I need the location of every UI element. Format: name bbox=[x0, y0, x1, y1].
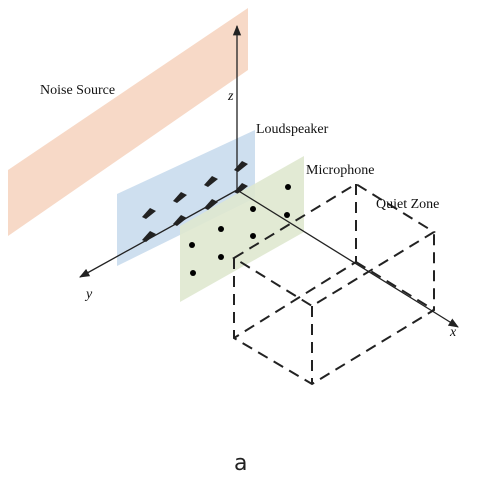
y-axis-label: y bbox=[84, 287, 93, 302]
microphone-dot bbox=[250, 206, 256, 212]
speaker-icon bbox=[142, 208, 156, 219]
microphone-label: Microphone bbox=[306, 163, 374, 178]
figure-caption: a bbox=[234, 451, 247, 476]
microphone-dot bbox=[189, 242, 195, 248]
microphone-dot bbox=[250, 233, 256, 239]
speaker-icon bbox=[173, 192, 187, 203]
microphone-dot bbox=[190, 270, 196, 276]
x-axis bbox=[236, 189, 459, 328]
y-axis bbox=[79, 189, 238, 278]
microphone-dot bbox=[218, 254, 224, 260]
microphone-plane bbox=[180, 156, 304, 302]
loudspeaker-array bbox=[142, 161, 248, 242]
speaker-icon bbox=[234, 161, 248, 172]
loudspeaker-label: Loudspeaker bbox=[256, 122, 329, 137]
speaker-icon bbox=[142, 231, 156, 242]
quiet-zone-label: Quiet Zone bbox=[376, 197, 439, 212]
microphone-dot bbox=[218, 226, 224, 232]
z-axis-label: z bbox=[227, 89, 234, 104]
x-axis-label: x bbox=[449, 325, 457, 340]
speaker-icon bbox=[234, 183, 248, 194]
microphone-array bbox=[189, 184, 291, 276]
noise-source-plane bbox=[8, 8, 248, 236]
speaker-icon bbox=[204, 176, 218, 187]
quiet-zone-box bbox=[232, 182, 436, 386]
microphone-dot bbox=[285, 184, 291, 190]
microphone-dot bbox=[284, 212, 290, 218]
noise-source-label: Noise Source bbox=[40, 83, 115, 98]
